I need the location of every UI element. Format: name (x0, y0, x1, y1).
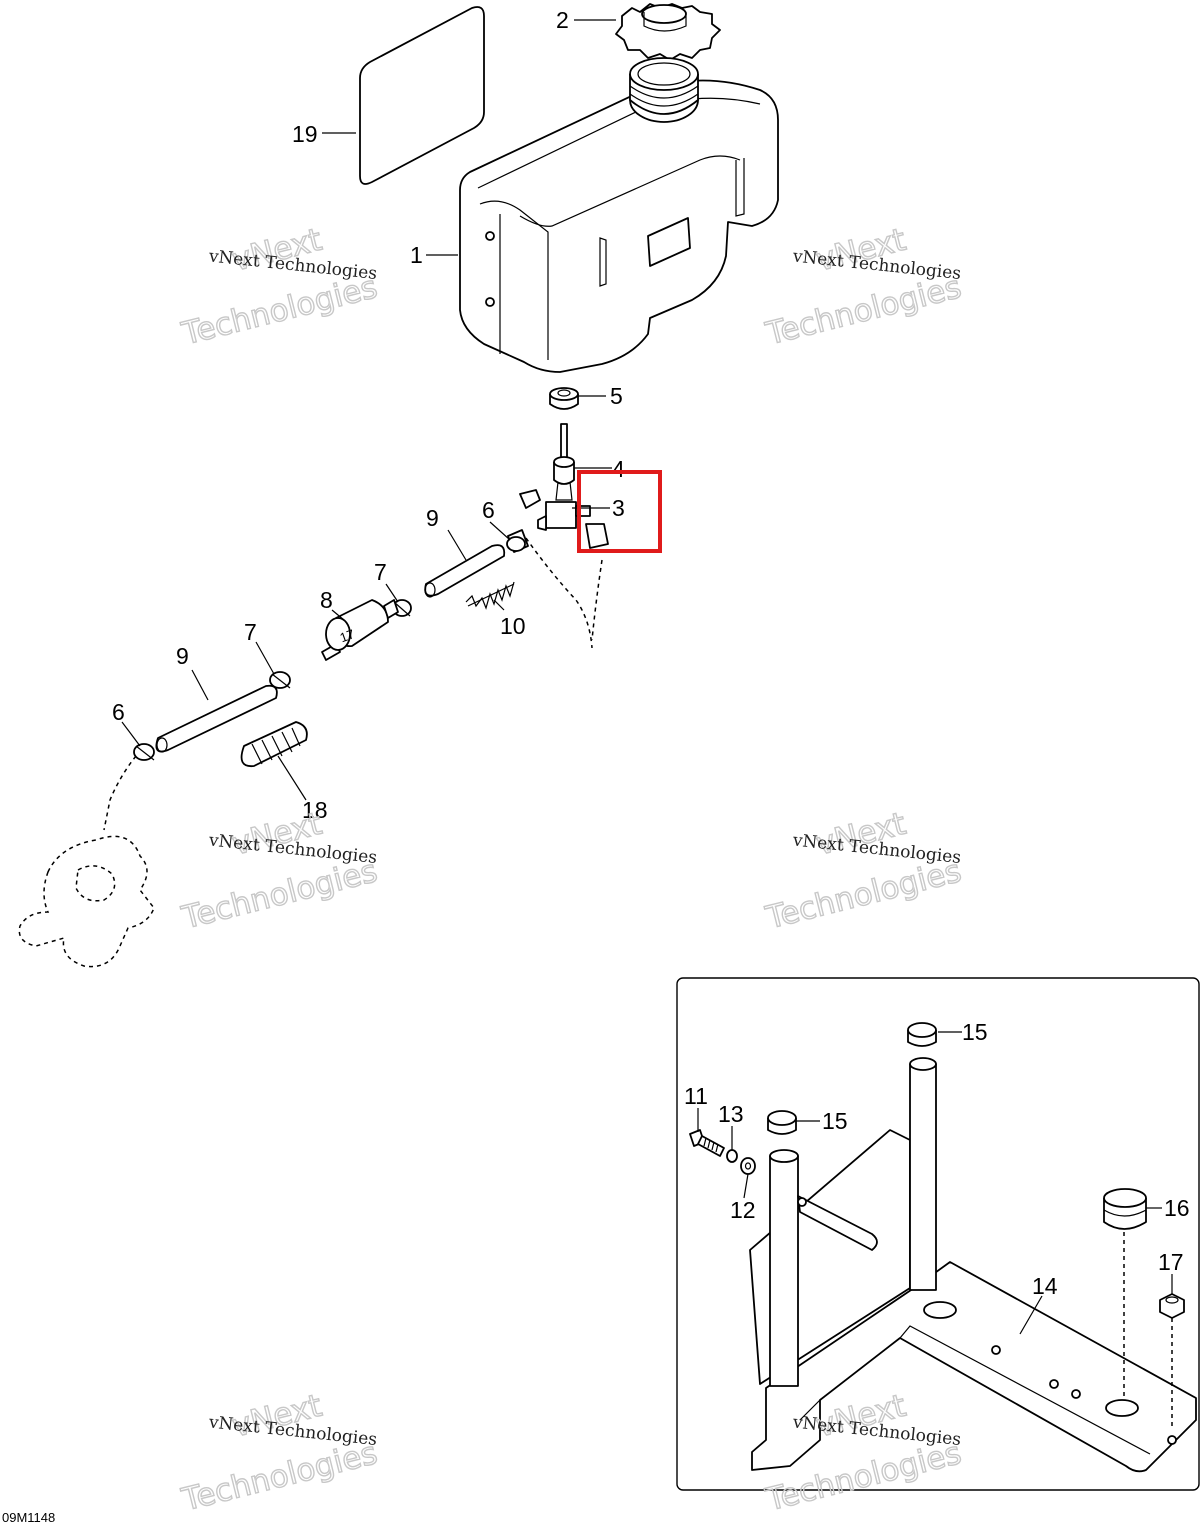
svg-text:Technologies: Technologies (178, 1435, 381, 1518)
svg-text:Technologies: Technologies (762, 853, 965, 936)
fuel-hose-part-9-lower[interactable] (155, 684, 278, 753)
fuel-hose-part-9-upper[interactable] (424, 544, 506, 598)
fuel-valve-part-3[interactable] (519, 489, 609, 549)
callout-6-upper[interactable]: 6 (482, 497, 495, 523)
clamp-part-7-lower[interactable] (269, 671, 291, 689)
drawing-code: 09M1148 (2, 1510, 55, 1525)
lock-washer-part-13[interactable] (726, 1149, 738, 1163)
callout-9-lower[interactable]: 9 (176, 643, 189, 669)
callout-10[interactable]: 10 (500, 613, 526, 639)
cap-plug-part-15-lower[interactable] (767, 1110, 797, 1135)
clamp-part-6-upper[interactable] (506, 529, 529, 553)
callout-9-upper[interactable]: 9 (426, 505, 439, 531)
decal-part-19[interactable] (359, 6, 485, 185)
spring-part-10[interactable] (465, 581, 515, 610)
watermark-mid-left: vNext Technologies vNext Technologies (177, 805, 381, 937)
callout-7-upper[interactable]: 7 (374, 559, 387, 585)
fuel-filter-part-8[interactable]: 17 (321, 599, 399, 661)
svg-text:Technologies: Technologies (178, 853, 381, 936)
filter-marking-text: 17 (338, 626, 357, 645)
watermark-mid-right: vNext Technologies vNext Technologies (761, 805, 965, 937)
nut-part-17[interactable] (1159, 1293, 1185, 1319)
routing-line-valve (525, 537, 593, 649)
watermark-bottom-left: vNext Technologies vNext Technologies (177, 1387, 381, 1519)
watermark-top-right: vNext Technologies vNext Technologies (761, 221, 965, 353)
callout-6-lower[interactable]: 6 (112, 699, 125, 725)
callout-16[interactable]: 16 (1164, 1195, 1190, 1221)
callout-13[interactable]: 13 (718, 1101, 744, 1127)
clamp-part-6-lower[interactable] (133, 743, 155, 761)
callout-3[interactable]: 3 (612, 495, 625, 521)
highlight-box-part-3 (577, 470, 662, 553)
routing-line-valve-2 (591, 559, 603, 641)
callout-7-lower[interactable]: 7 (244, 619, 257, 645)
callout-8[interactable]: 8 (320, 587, 333, 613)
fuel-cap-part-2[interactable] (615, 3, 721, 61)
callout-labels: 19 2 1 5 4 3 6 9 7 8 10 7 9 6 18 15 15 1… (112, 7, 1190, 1299)
callout-17[interactable]: 17 (1158, 1249, 1184, 1275)
callout-12[interactable]: 12 (730, 1197, 756, 1223)
callout-15-upper[interactable]: 15 (962, 1019, 988, 1045)
callout-14[interactable]: 14 (1032, 1273, 1058, 1299)
callout-1[interactable]: 1 (410, 242, 423, 268)
tank-support-part-14[interactable] (749, 1057, 1197, 1473)
callout-18[interactable]: 18 (302, 797, 328, 823)
callout-4[interactable]: 4 (612, 456, 625, 482)
carburetor-phantom (18, 835, 155, 968)
callout-5[interactable]: 5 (610, 383, 623, 409)
callout-2[interactable]: 2 (556, 7, 569, 33)
routing-line-carb (103, 755, 137, 831)
svg-text:Technologies: Technologies (178, 269, 381, 352)
fuel-tank-part-1[interactable] (459, 57, 779, 373)
leader-lines (121, 19, 1173, 1430)
bolt-part-11[interactable] (689, 1129, 725, 1157)
grommet-part-5[interactable] (549, 387, 579, 410)
rubber-bumper-part-16[interactable] (1103, 1188, 1147, 1230)
callout-19[interactable]: 19 (292, 121, 318, 147)
mount-inset-frame (676, 977, 1200, 1491)
callout-11[interactable]: 11 (684, 1083, 708, 1109)
flat-washer-part-12[interactable] (740, 1157, 756, 1175)
fuel-pickup-part-4[interactable] (553, 423, 575, 501)
callout-15-lower[interactable]: 15 (822, 1108, 848, 1134)
cap-plug-part-15-upper[interactable] (907, 1022, 937, 1047)
sleeve-part-18[interactable] (240, 721, 308, 768)
svg-text:Technologies: Technologies (762, 269, 965, 352)
watermark-top-left: vNext Technologies vNext Technologies (177, 221, 381, 353)
